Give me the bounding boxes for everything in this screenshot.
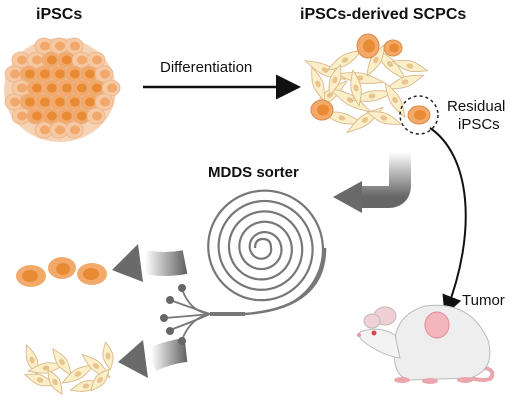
ipscs-title: iPSCs [36, 6, 83, 23]
tumor-arrow [429, 127, 467, 316]
mouse [357, 304, 495, 384]
residual-label-line2: iPSCs [458, 116, 500, 133]
scpc-cluster [303, 33, 429, 134]
ipsc-colony [4, 37, 121, 142]
outlet-channels [160, 284, 245, 345]
tumor-label: Tumor [462, 292, 505, 309]
sorter-label: MDDS sorter [208, 164, 299, 181]
differentiation-label: Differentiation [160, 59, 253, 76]
residual-label-line1: Residual [447, 98, 506, 115]
separated-scpcs [23, 341, 114, 395]
output-arrow-lower [118, 338, 188, 378]
inlet-arrow [333, 152, 411, 213]
separated-ipscs [16, 257, 107, 287]
derived-scpcs-title: iPSCs-derived SCPCs [300, 6, 467, 23]
spiral-sorter [207, 189, 327, 316]
residual-ipsc-highlight [399, 95, 439, 135]
output-arrow-upper [112, 244, 188, 282]
